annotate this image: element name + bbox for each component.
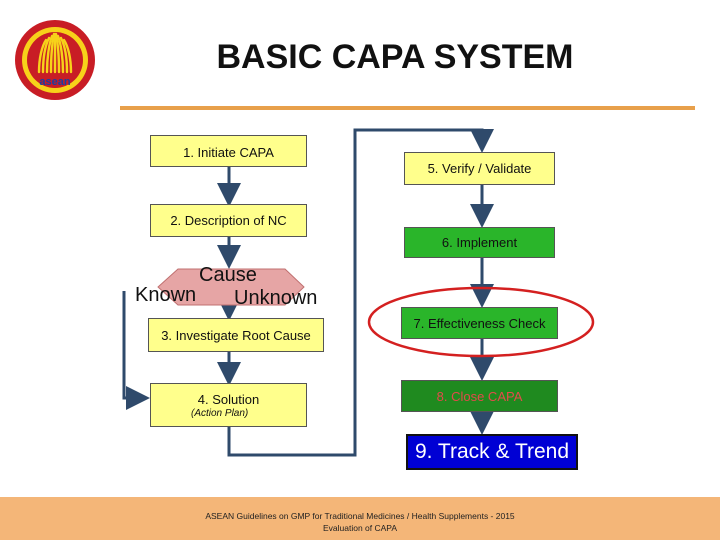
step-8-close-capa: 8. Close CAPA bbox=[401, 380, 558, 412]
logo-text: asean bbox=[39, 76, 70, 88]
step-6-implement: 6. Implement bbox=[404, 227, 555, 258]
decision-cause-label: Cause bbox=[199, 264, 257, 286]
arrow-known-4 bbox=[122, 291, 150, 410]
step-7-effectiveness-check: 7. Effectiveness Check bbox=[401, 307, 558, 339]
footer-line-1: ASEAN Guidelines on GMP for Traditional … bbox=[205, 511, 515, 521]
step-3-investigate-root-cause: 3. Investigate Root Cause bbox=[148, 318, 324, 352]
step-4-subtitle: (Action Plan) bbox=[191, 408, 249, 419]
arrow-4-5 bbox=[227, 128, 494, 457]
decision-unknown-label: Unknown bbox=[234, 287, 318, 309]
footer-bar bbox=[0, 497, 720, 540]
step-1-initiate-capa: 1. Initiate CAPA bbox=[150, 135, 307, 167]
title-divider bbox=[120, 106, 695, 110]
step-9-track-trend: 9. Track & Trend bbox=[406, 434, 578, 470]
cause-decision-shape bbox=[157, 268, 305, 306]
asean-logo: asean bbox=[12, 18, 98, 107]
decision-known-label: Known bbox=[135, 284, 197, 306]
footer-text: ASEAN Guidelines on GMP for Traditional … bbox=[170, 510, 550, 534]
highlight-ellipse bbox=[367, 286, 595, 358]
step-4-solution-box: 4. Solution (Action Plan) bbox=[150, 383, 307, 427]
step-5-verify-validate: 5. Verify / Validate bbox=[404, 152, 555, 185]
step-4-solution: 4. Solution bbox=[197, 392, 260, 407]
page-title: BASIC CAPA SYSTEM bbox=[216, 38, 574, 76]
footer-line-2: Evaluation of CAPA bbox=[322, 523, 398, 533]
step-2-description-nc: 2. Description of NC bbox=[150, 204, 307, 237]
